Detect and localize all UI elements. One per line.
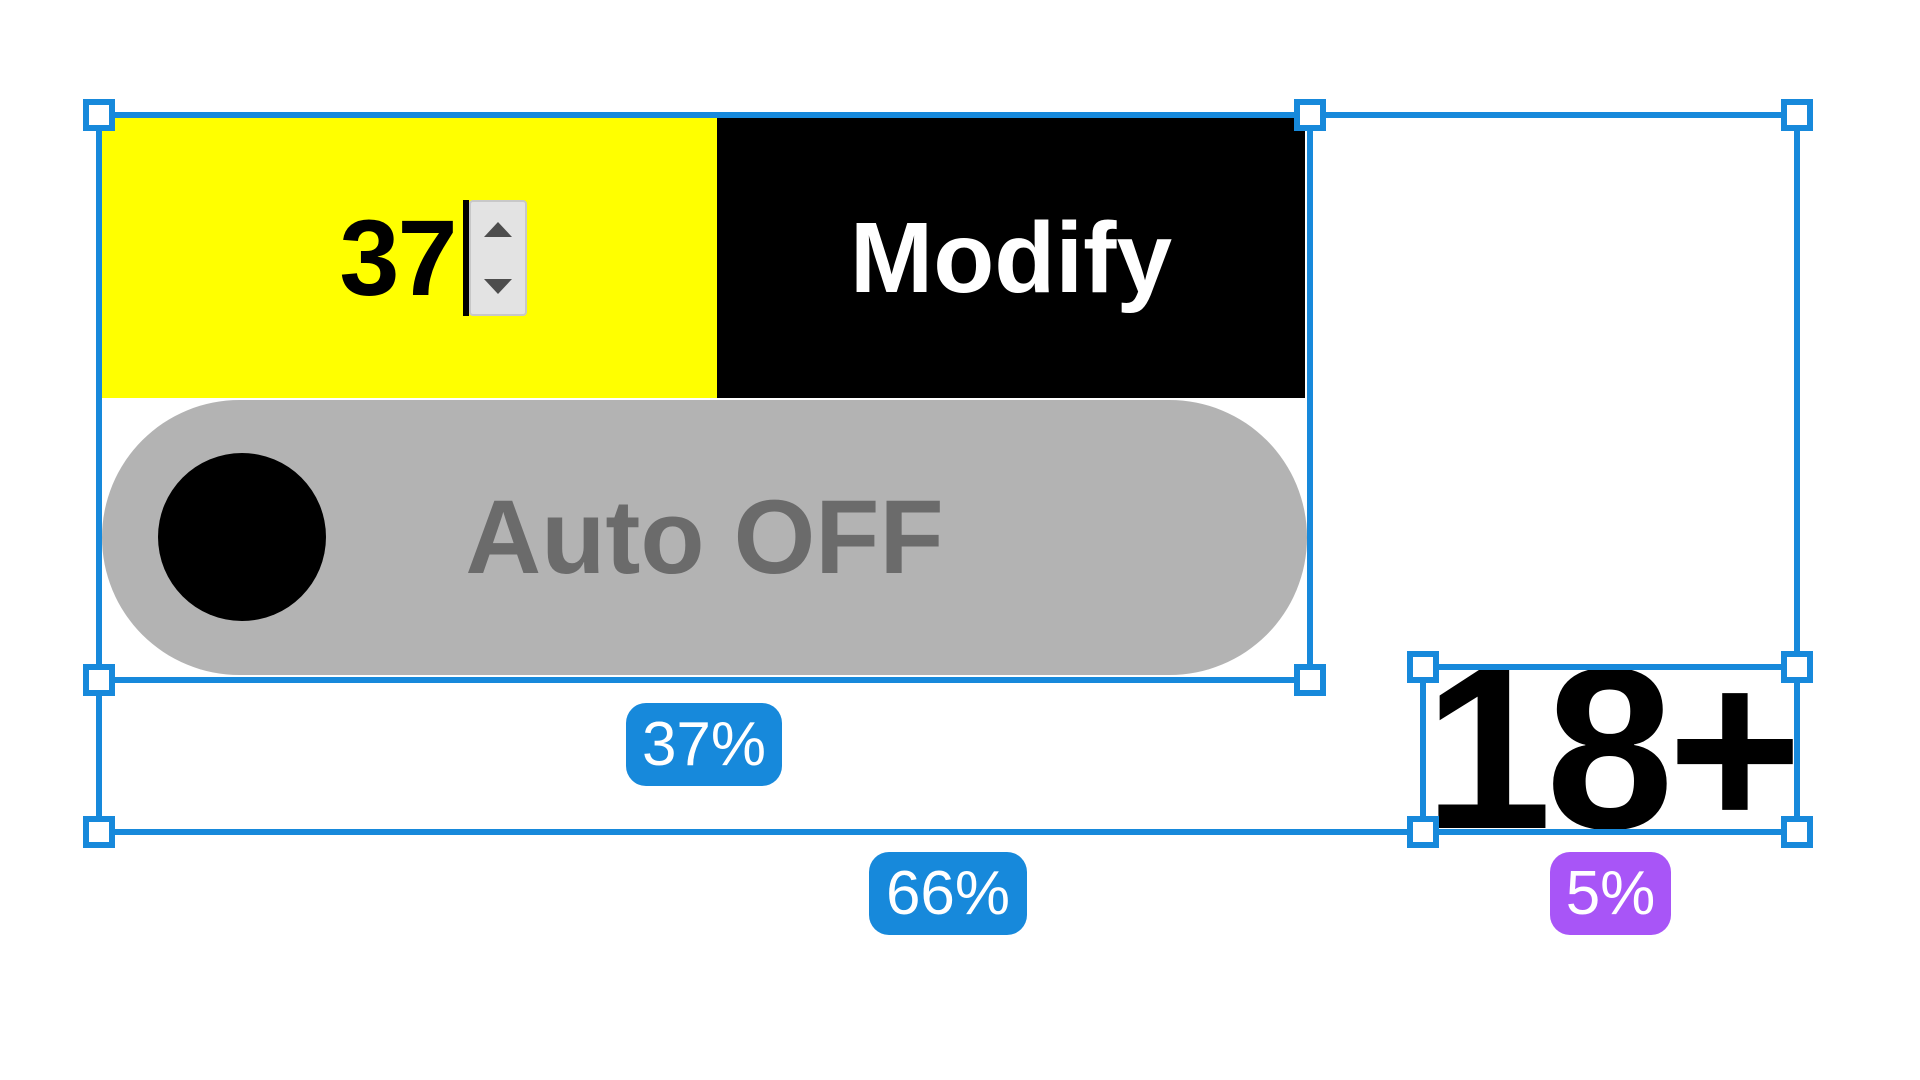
handle-age-sw[interactable]	[1407, 816, 1439, 848]
handle-outer-sw[interactable]	[83, 816, 115, 848]
measure-badge-group-label: 37%	[641, 709, 767, 779]
stepper-up-button[interactable]	[483, 221, 512, 237]
age-label[interactable]: 18+	[1420, 634, 1802, 864]
toggle-knob[interactable]	[158, 453, 326, 621]
handle-group-se[interactable]	[1294, 664, 1326, 696]
toggle-label: Auto OFF	[465, 479, 944, 596]
handle-group-nw[interactable]	[83, 99, 115, 131]
measure-badge-outer: 66%	[869, 852, 1027, 935]
handle-outer-ne[interactable]	[1781, 99, 1813, 131]
handle-group-sw[interactable]	[83, 664, 115, 696]
selection-box-group	[96, 112, 1313, 683]
modify-button-label: Modify	[849, 201, 1173, 314]
quantity-panel[interactable]: 37	[99, 117, 717, 398]
handle-group-ne[interactable]	[1294, 99, 1326, 131]
selection-box-age	[1420, 664, 1800, 835]
handle-outer-se[interactable]	[1781, 816, 1813, 848]
measure-badge-age-label: 5%	[1565, 858, 1656, 928]
modify-button[interactable]: Modify	[717, 117, 1305, 398]
handle-age-ne[interactable]	[1781, 651, 1813, 683]
auto-toggle[interactable]: Auto OFF	[102, 400, 1307, 675]
text-caret-icon	[462, 199, 469, 316]
quantity-stepper[interactable]	[468, 199, 527, 316]
spinner-down-icon	[483, 278, 512, 294]
measure-badge-group: 37%	[626, 703, 782, 786]
spinner-up-icon	[483, 221, 512, 237]
quantity-input[interactable]: 37	[339, 196, 457, 318]
stepper-down-button[interactable]	[483, 278, 512, 294]
measure-badge-age: 5%	[1550, 852, 1671, 935]
measure-badge-outer-label: 66%	[885, 858, 1011, 928]
age-label-text: 18+	[1423, 620, 1802, 877]
handle-age-nw[interactable]	[1407, 651, 1439, 683]
